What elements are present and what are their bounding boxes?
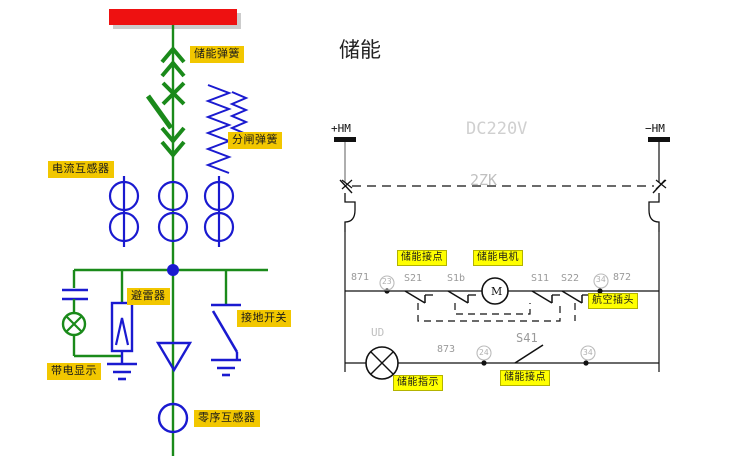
negative-rail-label: −HM — [645, 122, 665, 135]
contact-s41-label: S41 — [516, 331, 538, 345]
label-storage-contact-top: 储能接点 — [397, 250, 447, 266]
pin-circle-23 — [379, 275, 395, 291]
ct-circle-m1 — [157, 180, 189, 212]
breaker-left-blade — [339, 179, 353, 194]
positive-rail-label: +HM — [331, 122, 351, 135]
arrester-body — [110, 301, 134, 353]
linkage-inner — [454, 303, 531, 315]
chevron-down-1 — [160, 126, 186, 145]
motor-branch-right-dot — [597, 288, 603, 294]
breaker-right-x2 — [655, 179, 667, 190]
breaker-2zk-label: 2ZK — [470, 171, 498, 189]
motor-branch-right-terminal-label: 872 — [613, 272, 632, 283]
arrester-arrow — [114, 317, 130, 346]
bus-junction-node — [167, 264, 179, 276]
label-live-display: 带电显示 — [47, 363, 101, 380]
contact-s21-label: S21 — [404, 273, 423, 284]
contact-s11-blade — [531, 290, 553, 304]
negative-terminal-block — [648, 137, 670, 142]
ct-circle-m2 — [157, 211, 189, 243]
isolator-blade — [145, 94, 174, 130]
breaker-right-coil — [648, 193, 660, 232]
contact-s41-blade — [514, 344, 544, 364]
label-storage-motor: 储能电机 — [473, 250, 523, 266]
indicator-lamp-cross-2 — [370, 351, 394, 375]
zero-sequence-ct-circle — [157, 402, 189, 434]
right-diagram-group — [334, 137, 670, 380]
contact-s1b-label: S1b — [447, 273, 466, 284]
storage-spring-coil — [205, 84, 232, 174]
chevron-up-2 — [160, 59, 186, 78]
label-zero-sequence-ct: 零序互感器 — [194, 410, 260, 427]
lamp-cross-2 — [65, 315, 83, 333]
pin-label-34b: 34 — [583, 348, 593, 357]
contact-s21-blade — [404, 290, 426, 304]
label-lightning-arrester: 避雷器 — [127, 288, 170, 305]
breaker-left-x2 — [341, 179, 353, 190]
label-ground-switch: 接地开关 — [237, 310, 291, 327]
chevron-up-1 — [160, 45, 186, 64]
ground-switch-blade — [211, 310, 239, 353]
pin-circle-34 — [593, 273, 609, 289]
contact-s22-label: S22 — [561, 273, 580, 284]
pin-label-23: 23 — [382, 277, 392, 286]
label-storage-contact-bottom: 储能接点 — [500, 370, 550, 386]
label-opening-spring: 分闸弹簧 — [228, 132, 282, 149]
pin-label-34: 34 — [596, 275, 606, 284]
positive-terminal-block — [334, 137, 356, 142]
right-diagram-title: 储能 — [339, 38, 381, 62]
contact-s11-label: S11 — [531, 273, 550, 284]
busbar — [109, 9, 237, 25]
indicator-wire-label: 873 — [437, 344, 456, 355]
linkage-outer — [417, 303, 561, 322]
chevron-down-2 — [160, 140, 186, 159]
pin-circle-24 — [476, 345, 492, 361]
supply-voltage-label: DC220V — [466, 119, 528, 139]
breaker-left-coil — [344, 193, 356, 232]
label-aviation-plug: 航空插头 — [588, 293, 638, 309]
contact-s1b-blade — [447, 290, 469, 304]
pin-label-24: 24 — [479, 348, 489, 357]
motor-branch-left-dot — [384, 288, 390, 294]
cross-stroke-2 — [161, 81, 186, 106]
center-triangle-symbol — [155, 341, 193, 373]
left-diagram-group — [61, 9, 268, 456]
current-transformer-group — [108, 176, 235, 247]
indicator-right-dot — [583, 360, 589, 366]
label-current-transformer: 电流互感器 — [48, 161, 114, 178]
label-storage-spring: 储能弹簧 — [190, 46, 244, 63]
pin-circle-34b — [580, 345, 596, 361]
indicator-lamp-label: UD — [371, 326, 385, 339]
indicator-left-dot — [481, 360, 487, 366]
motor-branch-left-terminal-label: 871 — [351, 272, 370, 283]
motor-letter-label: M — [491, 285, 503, 298]
label-storage-indicator: 储能指示 — [393, 375, 443, 391]
contact-s22-blade — [561, 290, 583, 304]
motor-symbol — [481, 277, 509, 305]
